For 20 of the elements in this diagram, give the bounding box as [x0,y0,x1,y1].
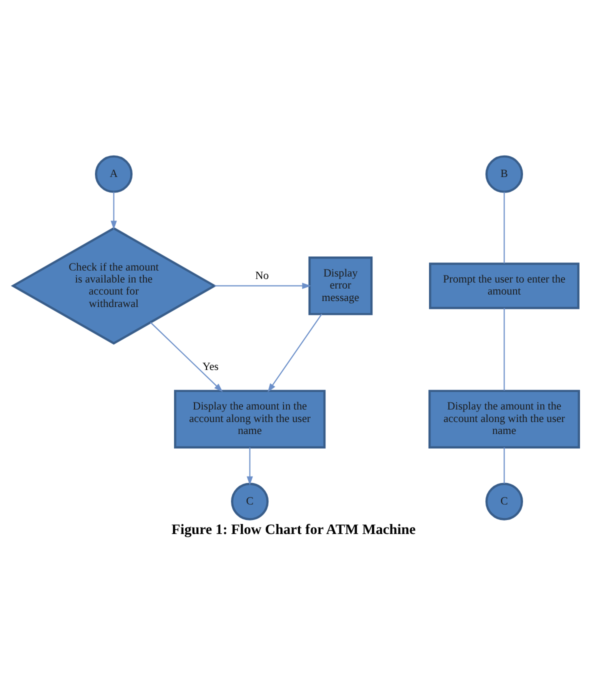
node-box: Display the amount in the account along with the user name [174,390,326,448]
connector [504,192,505,264]
node-circle: A [94,155,133,193]
edge-label: No [255,270,269,282]
node-circle: C [485,482,524,520]
arrow [268,314,322,392]
edge-label: Yes [202,360,219,373]
arrow [150,322,223,392]
arrow [110,192,117,230]
node-box: Display the amount in the account along with the user name [428,390,580,448]
connector [504,447,505,484]
node-box: Prompt the user to enter the amount [429,262,580,310]
node-circle: C [231,482,269,520]
arrow [214,282,312,289]
caption: Figure 1: Flow Chart for ATM Machine [172,522,416,538]
node-diamond: Check if the amount is available in the account for withdrawal [10,227,217,345]
node-box: Display error message [308,256,373,316]
connector [504,308,505,391]
node-circle: B [485,155,524,193]
arrow [246,447,253,486]
